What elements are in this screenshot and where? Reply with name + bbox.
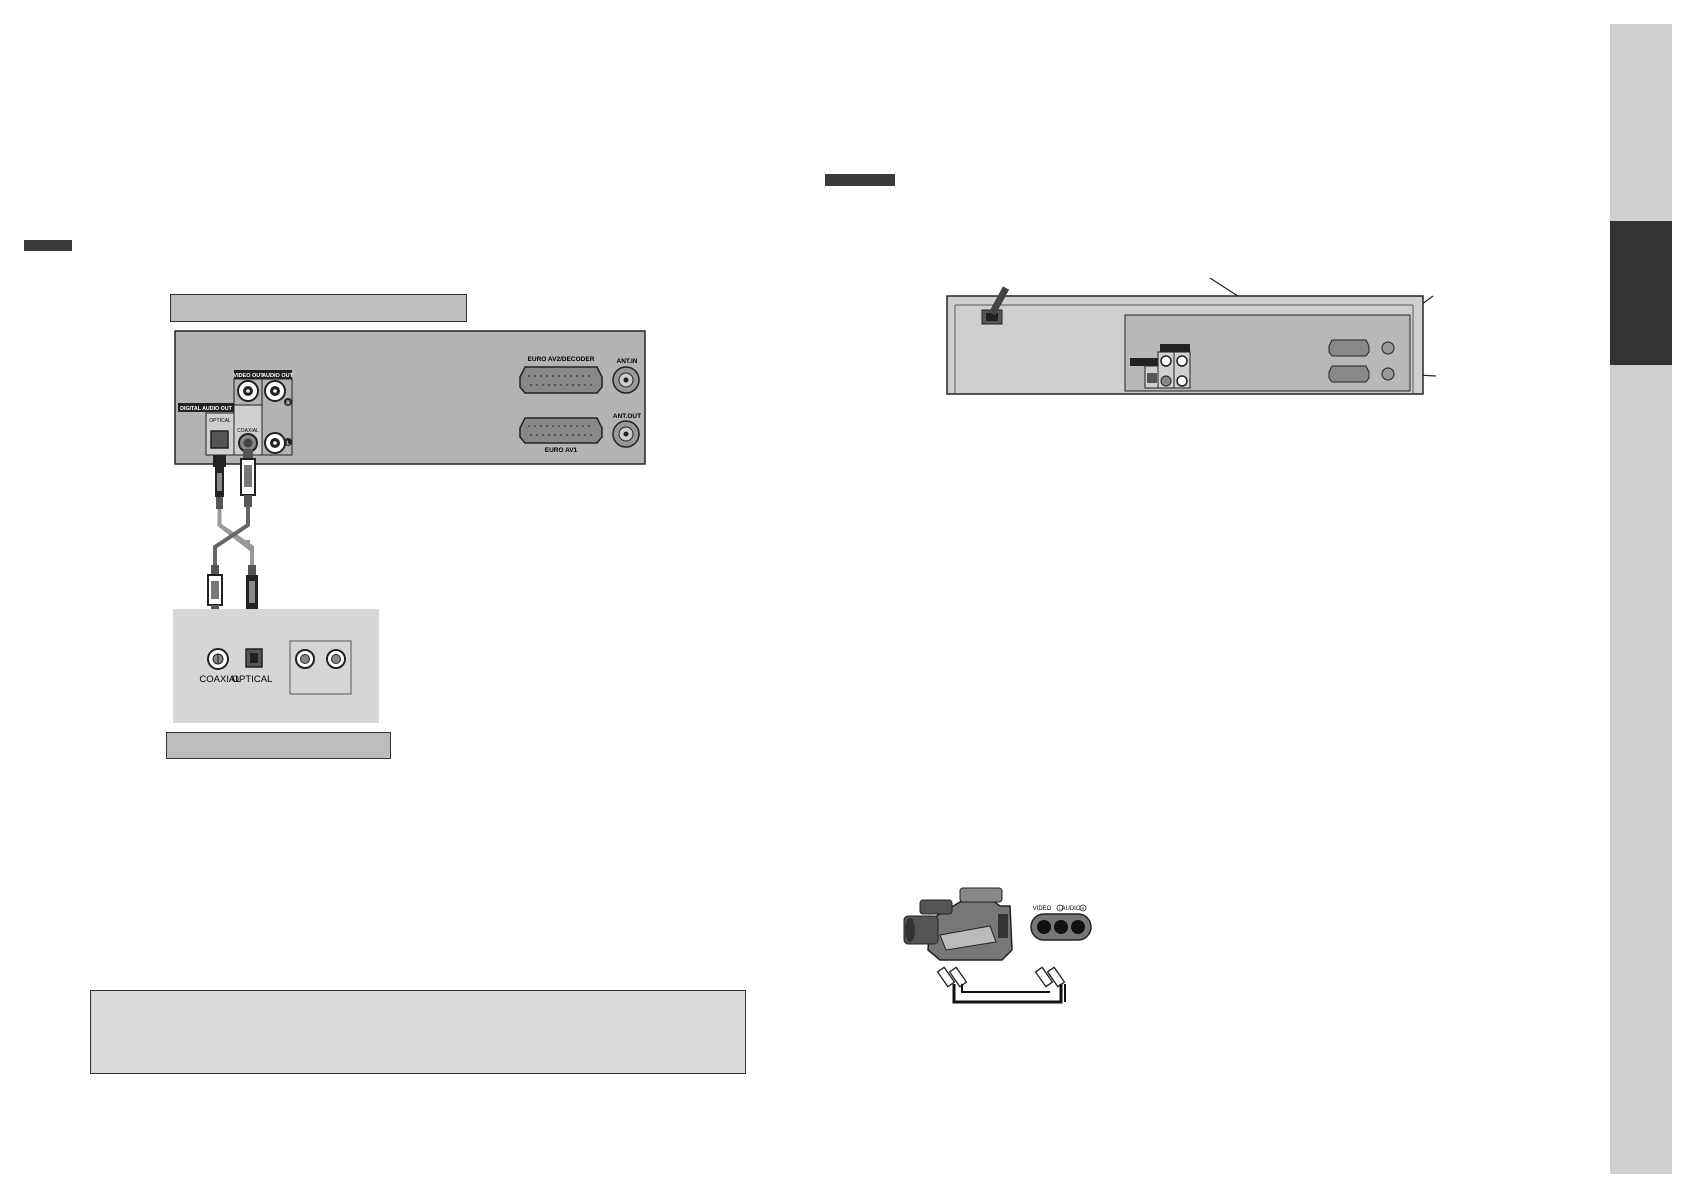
video-out-label: VIDEO OUT — [233, 373, 264, 379]
coaxial-cable-plug-top — [240, 449, 256, 507]
camcorder-audio-l-mark: L — [1059, 906, 1062, 911]
amplifier-coaxial-jack — [207, 648, 229, 670]
amplifier-optical-label: OPTICAL — [232, 674, 273, 685]
camcorder-cable-plugs-right — [1034, 966, 1066, 988]
ant-out-label: ANT.OUT — [613, 413, 641, 420]
digital-optical-label: OPTICAL — [209, 418, 231, 424]
note-box — [90, 990, 746, 1074]
euro-av2-scart-connector — [519, 366, 603, 394]
camcorder-video-label: VIDEO — [1033, 906, 1052, 912]
video-out-tag — [234, 370, 263, 379]
camcorder-cable-plugs-left — [936, 966, 968, 988]
overview-ant-in-jack — [1381, 341, 1395, 355]
chapter-side-strip — [1610, 24, 1672, 1174]
audio-out-right-jack — [264, 380, 286, 402]
digital-audio-connection-diagram: EURO AV2/DECODER EURO AV1 ANT.IN ANT.OUT… — [173, 330, 646, 723]
right-section-marker — [825, 174, 895, 186]
amplifier-analog-left-jack — [295, 649, 315, 669]
camcorder-video-jack — [1037, 920, 1051, 934]
coaxial-cable-plug-bottom — [207, 565, 223, 617]
video-out-jack — [237, 380, 259, 402]
camcorder-audio-label: AUDIO — [1061, 906, 1080, 912]
camcorder-av-cable — [952, 984, 1063, 1004]
camcorder-audio-right-jack — [1071, 920, 1085, 934]
overview-ant-out-jack — [1381, 367, 1395, 381]
amplifier-coaxial-label: COAXIAL — [199, 674, 240, 685]
overview-euro-av1-scart — [1328, 365, 1370, 383]
amplifier-panel — [173, 609, 379, 723]
rear-panel-overview-diagram — [946, 277, 1437, 395]
digital-audio-out-label: DIGITAL AUDIO OUT — [180, 406, 232, 412]
euro-av2-label: EURO AV2/DECODER — [528, 356, 595, 363]
euro-av1-label: EURO AV1 — [545, 447, 578, 454]
amplifier-caption-box — [166, 732, 391, 759]
optical-cable-plug-top — [213, 455, 226, 509]
left-section-marker — [24, 240, 72, 251]
camcorder-audio-r-mark: R — [1082, 906, 1085, 911]
audio-out-left-jack — [264, 432, 286, 454]
audio-r-mark: R — [286, 401, 290, 407]
audio-out-label: AUDIO OUT — [262, 373, 294, 379]
ant-in-jack — [612, 366, 640, 394]
euro-av1-scart-connector — [519, 417, 603, 444]
camcorder-illustration — [903, 887, 1013, 961]
power-cord — [988, 286, 1010, 316]
camcorder-connection-diagram: VIDEO L AUDIO R — [903, 887, 1092, 1004]
amplifier-analog-inputs-box — [289, 640, 352, 695]
audio-l-mark: L — [286, 441, 289, 447]
digital-audio-out-tag — [178, 403, 234, 412]
chapter-side-tab[interactable] — [1610, 221, 1672, 365]
audio-out-tag — [263, 370, 292, 379]
amplifier-analog-right-jack — [326, 649, 346, 669]
ant-in-label: ANT.IN — [617, 358, 638, 365]
ant-out-jack — [612, 420, 640, 448]
optical-out-jack — [210, 430, 229, 449]
overview-euro-av2-scart — [1328, 339, 1370, 357]
camcorder-audio-left-jack — [1054, 920, 1068, 934]
rear-panel-caption-box — [170, 294, 467, 322]
coaxial-cable — [213, 507, 250, 565]
digital-coaxial-label: COAXIAL — [237, 428, 259, 434]
